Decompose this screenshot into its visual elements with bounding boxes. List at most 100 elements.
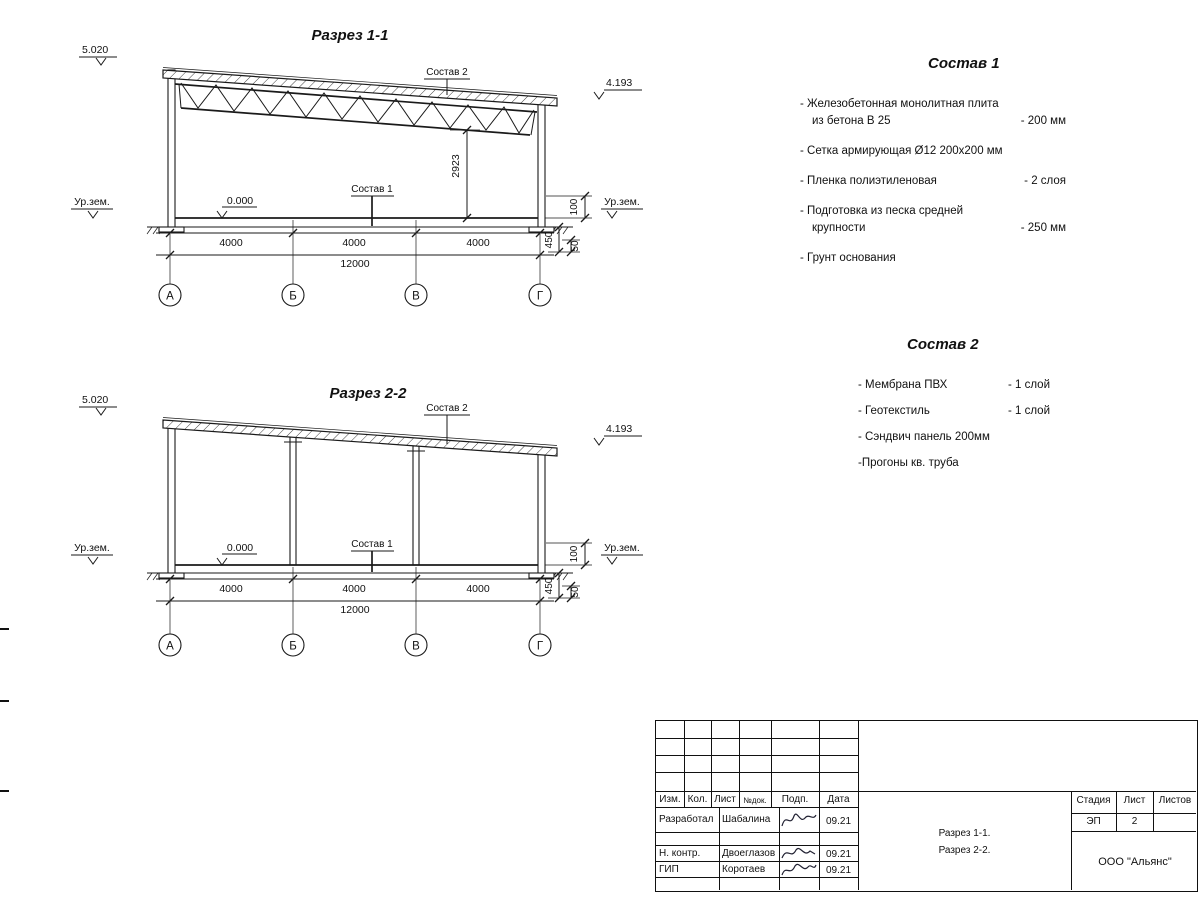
notes2-title: Состав 2 xyxy=(907,336,979,353)
span-dim-label: 4000 xyxy=(219,237,243,249)
axis-label: Г xyxy=(537,291,544,303)
dim-50: 50 xyxy=(562,581,581,603)
level-mark-top-right: 4.193 xyxy=(593,77,642,100)
person-name: Двоеглазов xyxy=(722,848,776,859)
material-item: - Железобетонная монолитная плита из бет… xyxy=(800,96,1070,130)
material-item: - Сетка армирующая Ø12 200x200 мм xyxy=(800,143,1070,160)
span-dim-label: 4000 xyxy=(466,237,490,249)
material-value: - 250 мм xyxy=(1020,222,1066,234)
col-header-izm: Изм. xyxy=(659,794,681,805)
total-dimension-line: 12000 xyxy=(156,250,554,270)
signature xyxy=(781,848,816,859)
axis-label: А xyxy=(166,291,174,303)
col-header-ndok: №док. xyxy=(743,796,767,805)
material-line: крупности xyxy=(812,222,866,234)
sections-drawing: Разрез 1-1 5.020 Состав 2 xyxy=(71,27,643,657)
material-line: - Грунт основания xyxy=(800,252,896,264)
level-label: 5.020 xyxy=(82,44,108,56)
role-label: Н. контр. xyxy=(659,848,701,859)
height-dimension: 2923 xyxy=(450,125,480,223)
col-header-list: Лист xyxy=(714,794,736,805)
callout-label: Состав 2 xyxy=(426,67,468,78)
axis-label: Б xyxy=(289,641,297,653)
span-dimension-line: 4000 4000 4000 xyxy=(156,574,554,595)
roof-slab xyxy=(162,417,558,457)
material-line: - Геотекстиль xyxy=(858,405,930,417)
axis-label: В xyxy=(412,641,420,653)
roof-layers-callout: Состав 2 xyxy=(424,67,470,95)
notes1-title: Состав 1 xyxy=(928,55,1000,72)
level-label: 4.193 xyxy=(606,77,632,89)
dim-label: 50 xyxy=(570,586,581,598)
level-label: 0.000 xyxy=(227,542,253,554)
section-title: Разрез 1-1 xyxy=(311,27,388,44)
roof-slab xyxy=(162,67,558,107)
level-mark-top-left: 5.020 xyxy=(79,394,117,416)
left-column xyxy=(167,69,176,233)
document-title: Разрез 1-1. Разрез 2-2. xyxy=(858,791,1071,893)
notes1-list: - Железобетонная монолитная плита из бет… xyxy=(800,96,1070,280)
stage-value: ЭП xyxy=(1086,816,1101,827)
sign-date: 09.21 xyxy=(825,849,852,860)
section-1-1: Разрез 1-1 5.020 Состав 2 xyxy=(71,27,643,307)
person-name: Шабалина xyxy=(722,814,771,825)
signature xyxy=(781,813,817,827)
material-item: - Пленка полиэтиленовая - 2 слоя xyxy=(800,173,1070,190)
dim-label: 450 xyxy=(544,577,555,594)
section-title: Разрез 2-2 xyxy=(329,385,407,402)
right-column xyxy=(537,452,546,579)
sheet-number: 2 xyxy=(1131,816,1138,827)
level-label: 0.000 xyxy=(227,195,253,207)
material-item: - Геотекстиль - 1 слой xyxy=(858,403,1054,420)
person-name: Коротаев xyxy=(722,864,766,875)
zero-level-mark: 0.000 xyxy=(216,195,257,219)
middle-column-v xyxy=(412,445,420,566)
axis-label: Б xyxy=(289,291,297,303)
ground-label: Ур.зем. xyxy=(604,196,640,208)
col-header-podp: Подп. xyxy=(781,794,809,805)
sheet-header: Лист xyxy=(1123,795,1146,806)
ground-label: Ур.зем. xyxy=(74,196,110,208)
material-line: -Прогоны кв. труба xyxy=(858,457,959,469)
ground-level-left: Ур.зем. xyxy=(71,196,113,219)
axis-label: А xyxy=(166,641,174,653)
span-dim-label: 4000 xyxy=(342,583,366,595)
axis-label: В xyxy=(412,291,420,303)
span-dimension-line: 4000 4000 4000 xyxy=(156,228,554,249)
material-item: - Сэндвич панель 200мм xyxy=(858,429,1054,446)
level-label: 5.020 xyxy=(82,394,108,406)
total-dim-label: 12000 xyxy=(340,258,369,270)
material-line: - Мембрана ПВХ xyxy=(858,379,948,391)
document-title-line: Разрез 1-1. xyxy=(938,828,991,839)
material-value: - 200 мм xyxy=(1020,115,1066,127)
sign-date: 09.21 xyxy=(825,816,852,827)
level-mark-top-left: 5.020 xyxy=(79,44,117,66)
material-value: - 2 слоя xyxy=(1024,175,1066,187)
ground-label: Ур.зем. xyxy=(604,542,640,554)
roof-truss xyxy=(174,82,538,136)
dim-label: 100 xyxy=(569,545,580,562)
dim-100: 100 xyxy=(545,191,592,223)
dim-50: 50 xyxy=(562,235,581,257)
span-dim-label: 4000 xyxy=(342,237,366,249)
sign-date: 09.21 xyxy=(825,865,852,876)
right-column xyxy=(537,102,546,233)
dim-100: 100 xyxy=(545,538,592,570)
sheets-header: Листов xyxy=(1158,795,1192,806)
material-line: - Пленка полиэтиленовая xyxy=(800,175,937,187)
dim-label: 2923 xyxy=(450,154,462,178)
level-label: 4.193 xyxy=(606,423,632,435)
stage-header: Стадия xyxy=(1076,795,1111,806)
title-block: Изм. Кол. Лист №док. Подп. Дата Разработ… xyxy=(655,720,1198,892)
left-column xyxy=(167,421,176,579)
ground-level-left: Ур.зем. xyxy=(71,542,113,565)
callout-label: Состав 1 xyxy=(351,184,393,195)
section-2-2: Разрез 2-2 5.020 Состав 2 4.193 xyxy=(71,385,643,657)
material-line: - Подготовка из песка средней xyxy=(800,205,964,217)
axis-bubbles: А Б В Г xyxy=(158,283,552,307)
document-title-line: Разрез 2-2. xyxy=(938,845,991,856)
notes2-list: - Мембрана ПВХ - 1 слой - Геотекстиль - … xyxy=(858,377,1054,481)
zero-level-mark: 0.000 xyxy=(216,542,257,566)
roof-layers-callout: Состав 2 xyxy=(424,403,470,444)
frame-fold-mark xyxy=(0,700,9,702)
